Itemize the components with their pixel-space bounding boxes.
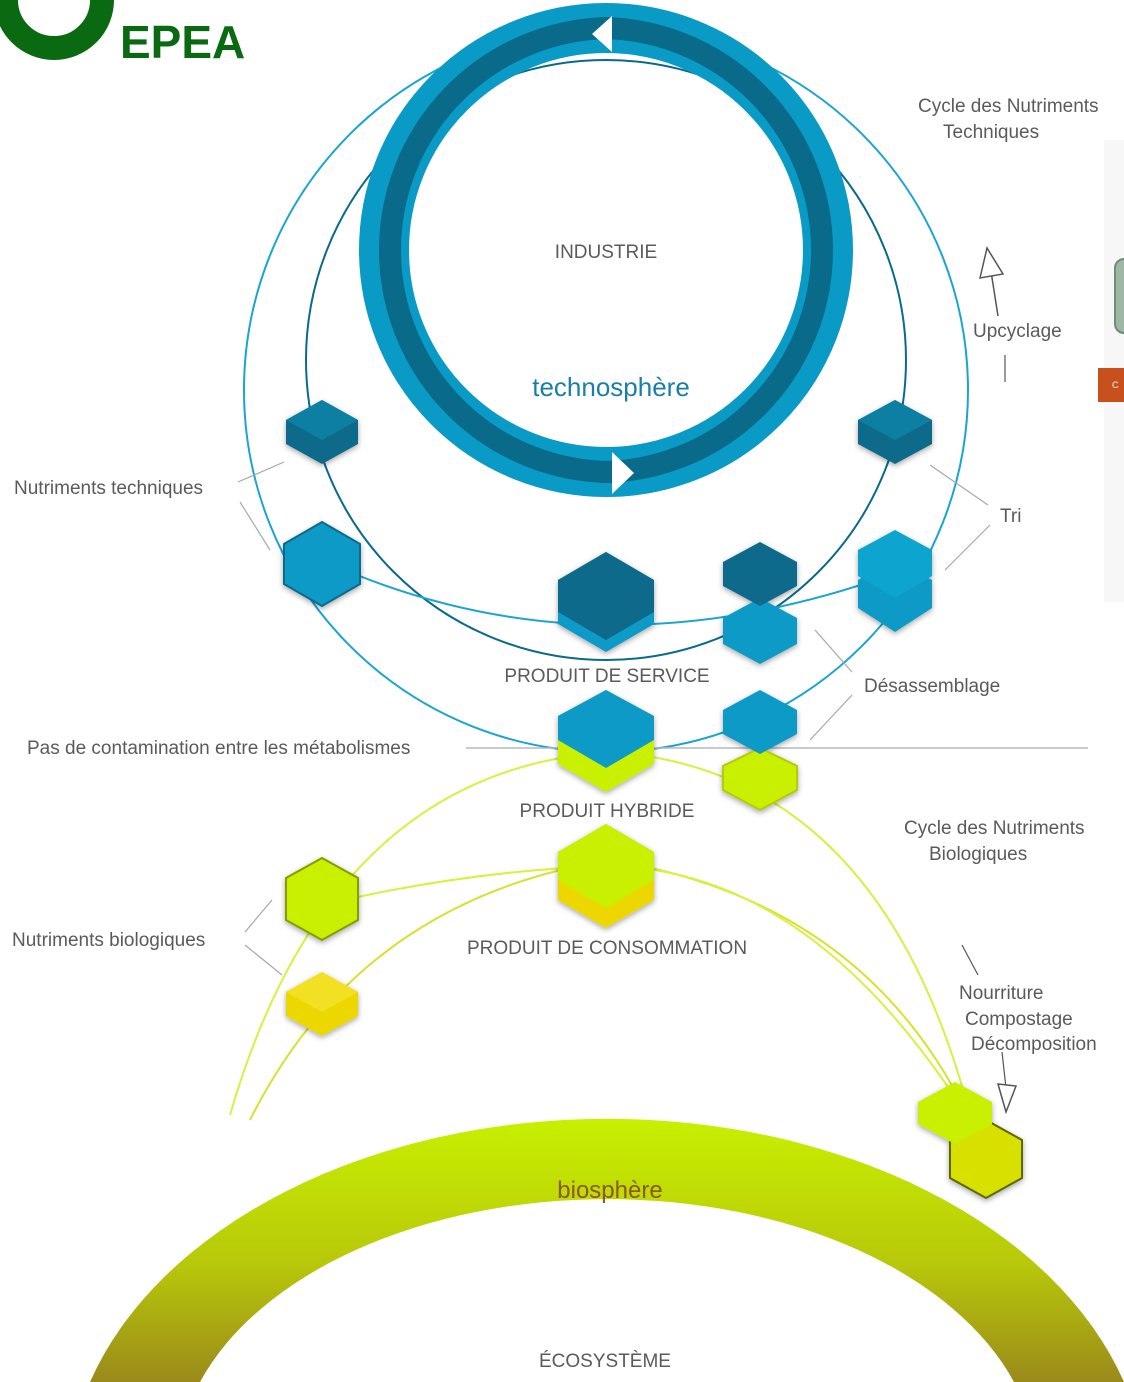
arrow-right-icon [612, 452, 634, 494]
tech-inner-loop [305, 59, 907, 661]
biosphere-arc [90, 1038, 1124, 1382]
pas-contamination-label: Pas de contamination entre les métabolis… [27, 738, 410, 759]
cycle-bio-label-1: Cycle des Nutriments [904, 818, 1085, 839]
tech-nutrient-hex-upper-right [858, 400, 932, 464]
bio-nutrient-hex-left [285, 856, 359, 942]
side-tab-button[interactable]: C [1098, 368, 1124, 402]
decomposition-label: Décomposition [971, 1034, 1097, 1055]
technosphere-label: technosphère [532, 372, 690, 402]
bio-nutrient-hex-lower-left [286, 972, 358, 1036]
arrow-right-bio-icon [612, 1038, 636, 1080]
side-thumbnail[interactable] [1114, 258, 1124, 334]
upcyclage-arrow-icon [979, 246, 1005, 317]
arrow-left-icon [592, 16, 612, 52]
tech-nutrient-hex-lower-left [283, 520, 361, 608]
cycle-tech-label-2: Techniques [943, 122, 1039, 143]
decomposition-hex-group [918, 1082, 1023, 1200]
industrie-label: INDUSTRIE [555, 242, 657, 263]
side-tab-label: C [1112, 380, 1119, 390]
disassembly-hex-tech [723, 542, 797, 664]
industry-ring [359, 3, 853, 497]
produit-service-label: PRODUIT DE SERVICE [504, 666, 709, 687]
tri-label: Tri [1000, 506, 1021, 527]
ecosysteme-label: ÉCOSYSTÈME [539, 1351, 671, 1372]
logo-ring [0, 0, 114, 60]
decomposition-arrow-icon [996, 1083, 1018, 1115]
consumer-product-hex [558, 824, 654, 928]
produit-hybride-label: PRODUIT HYBRIDE [520, 801, 695, 822]
cycle-tech-label-1: Cycle des Nutriments [918, 96, 1099, 117]
hybrid-product-hex [558, 690, 654, 792]
biosphere-label: biosphère [557, 1177, 662, 1204]
epea-logo: EPEA [0, 0, 245, 68]
logo-text: EPEA [120, 16, 245, 68]
tri-hex-stack-right [858, 530, 932, 632]
service-product-hex [558, 552, 654, 652]
cycle-bio-label-2: Biologiques [929, 844, 1027, 865]
desassemblage-label: Désassemblage [864, 676, 1000, 697]
pointer-lines [237, 355, 1007, 1089]
produit-consommation-label: PRODUIT DE CONSOMMATION [467, 938, 747, 959]
nutriments-biologiques-label: Nutriments biologiques [12, 930, 205, 951]
nourriture-label: Nourriture [959, 983, 1043, 1004]
tech-nutrient-hex-upper-left [286, 400, 358, 464]
bio-arc-notch [205, 1150, 266, 1200]
hexagon-group [283, 400, 1023, 1200]
compostage-label: Compostage [965, 1009, 1073, 1030]
disassembly-hex-hybrid [722, 690, 798, 812]
upcyclage-label: Upcyclage [973, 321, 1062, 342]
nutriments-techniques-label: Nutriments techniques [14, 478, 203, 499]
